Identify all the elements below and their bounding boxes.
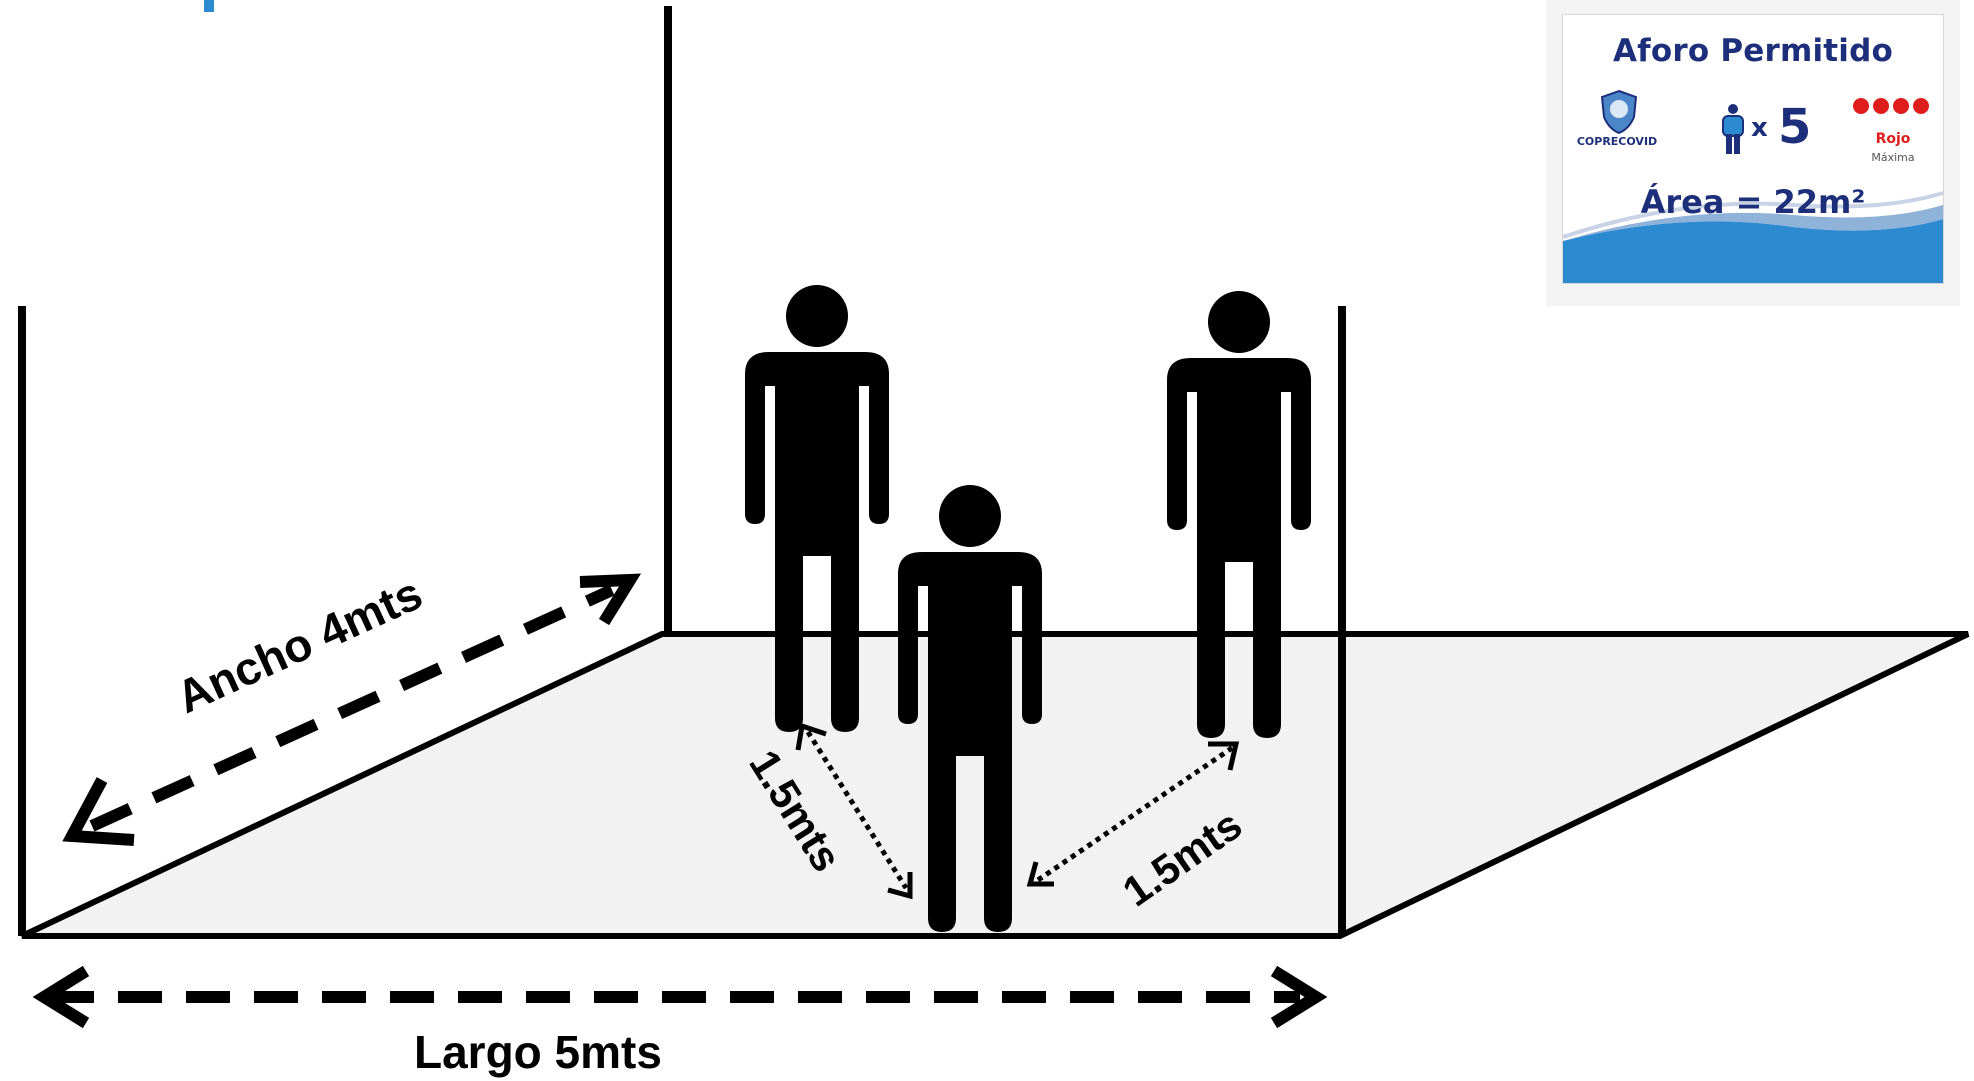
alert-dots-icon — [1853, 98, 1929, 114]
sign-area: Área = 22m² — [1640, 183, 1866, 221]
person-icon — [1722, 104, 1744, 154]
capacity-sign-panel: Aforo Permitido COPRECOVID x 5 Rojo Máxi… — [1562, 14, 1944, 284]
sign-alert-level: Rojo — [1875, 131, 1911, 147]
sign-alert-level-detail: Máxima — [1871, 151, 1915, 164]
width-label: Ancho 4mts — [169, 567, 430, 723]
distance-arrow-left — [795, 722, 913, 900]
width-dimension-arrow — [62, 573, 642, 846]
accent-mark — [204, 0, 214, 12]
shield-icon — [1600, 89, 1638, 135]
distance-arrow-right — [1026, 741, 1240, 887]
sign-wave-decoration — [1563, 191, 1943, 283]
length-label: Largo 5mts — [414, 1026, 662, 1078]
length-dimension-arrow — [32, 965, 1328, 1029]
sign-count: 5 — [1778, 99, 1812, 155]
sign-multiplier: x — [1751, 113, 1768, 143]
sign-organization: COPRECOVID — [1576, 135, 1658, 148]
capacity-sign: Aforo Permitido COPRECOVID x 5 Rojo Máxi… — [1546, 0, 1960, 306]
sign-title: Aforo Permitido — [1612, 33, 1894, 69]
